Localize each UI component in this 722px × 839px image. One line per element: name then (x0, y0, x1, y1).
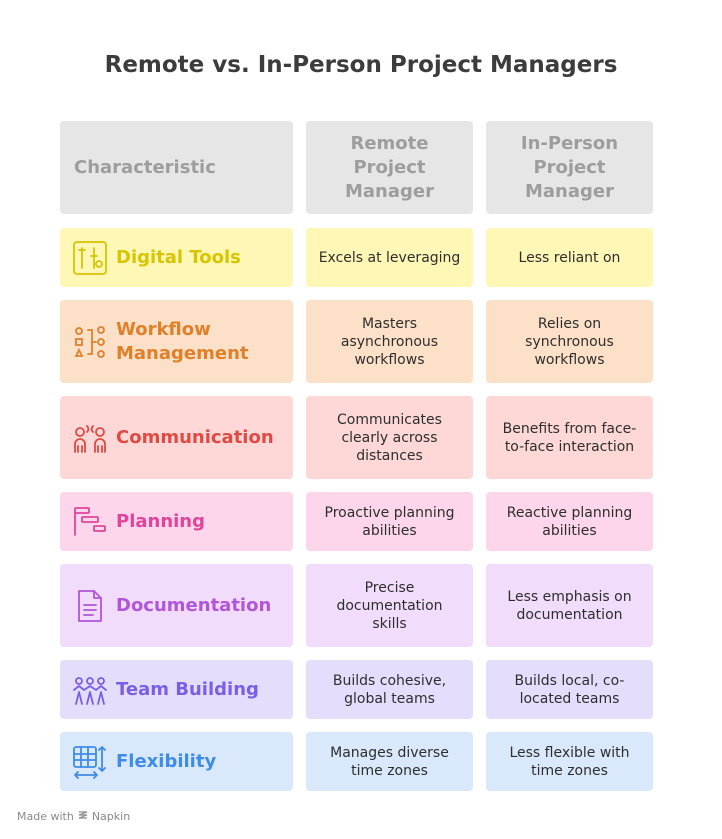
row-flexibility-feature: Flexibility (60, 732, 293, 791)
feature-label: Digital Tools (116, 246, 241, 268)
row-planning-inperson: Reactive planning abilities (486, 492, 653, 551)
napkin-logo-icon (78, 810, 88, 823)
row-flexibility-remote: Manages diverse time zones (306, 732, 473, 791)
row-team-building-inperson: Builds local, co-located teams (486, 660, 653, 719)
feature-label: Flexibility (116, 750, 217, 772)
header-characteristic: Characteristic (60, 121, 293, 214)
row-documentation-inperson: Less emphasis on documentation (486, 564, 653, 647)
row-workflow-inperson: Relies on synchronous workflows (486, 300, 653, 383)
team-icon (72, 672, 108, 708)
row-communication-inperson: Benefits from face-to-face interaction (486, 396, 653, 479)
feature-label: Workflow Management (116, 318, 249, 364)
diagram-title: Remote vs. In-Person Project Managers (104, 52, 618, 78)
header-remote: Remote Project Manager (306, 121, 473, 214)
row-flexibility-inperson: Less flexible with time zones (486, 732, 653, 791)
communication-icon (72, 420, 108, 456)
feature-label: Documentation (116, 594, 272, 616)
row-digital-tools-inperson: Less reliant on (486, 228, 653, 287)
row-digital-tools-remote: Excels at leveraging (306, 228, 473, 287)
row-team-building-remote: Builds cohesive, global teams (306, 660, 473, 719)
row-workflow-feature: Workflow Management (60, 300, 293, 383)
row-digital-tools-feature: Digital Tools (60, 228, 293, 287)
footer: Made with Napkin (17, 810, 130, 823)
feature-label: Team Building (116, 678, 259, 700)
flexibility-icon (72, 744, 108, 780)
gantt-icon (72, 504, 108, 540)
row-team-building-feature: Team Building (60, 660, 293, 719)
row-communication-feature: Communication (60, 396, 293, 479)
row-communication-remote: Communicates clearly across distances (306, 396, 473, 479)
made-with-label: Made with (17, 810, 74, 823)
row-documentation-feature: Documentation (60, 564, 293, 647)
feature-label: Planning (116, 510, 206, 532)
header-inperson: In-Person Project Manager (486, 121, 653, 214)
row-planning-remote: Proactive planning abilities (306, 492, 473, 551)
workflow-icon (72, 324, 108, 360)
row-documentation-remote: Precise documentation skills (306, 564, 473, 647)
row-planning-feature: Planning (60, 492, 293, 551)
tools-icon (72, 240, 108, 276)
row-workflow-remote: Masters asynchronous workflows (306, 300, 473, 383)
brand-label: Napkin (91, 810, 131, 823)
document-icon (72, 588, 108, 624)
feature-label: Communication (116, 426, 274, 448)
